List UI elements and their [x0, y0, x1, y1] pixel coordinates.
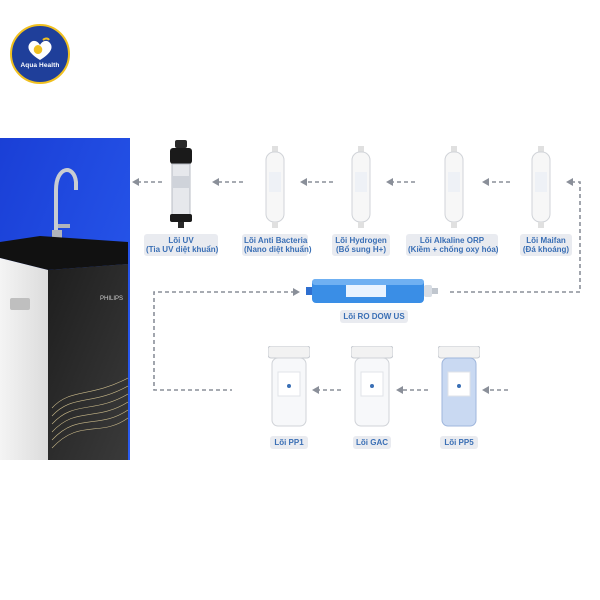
heart-drop-icon	[28, 37, 52, 60]
pp1-filter-label: Lõi PP1	[270, 436, 308, 449]
logo-text: Aqua Health	[20, 62, 60, 69]
anti-bacteria-filter-image	[264, 146, 286, 233]
pp5-filter-image	[437, 345, 481, 433]
water-purifier-image: PHILIPS	[0, 138, 130, 460]
svg-text:PHILIPS: PHILIPS	[100, 296, 123, 302]
uv-filter-image	[166, 140, 196, 233]
ro-membrane-image	[306, 276, 438, 311]
aqua-health-logo: Aqua Health	[10, 24, 70, 84]
ro-membrane-label: Lõi RO DOW US	[340, 310, 408, 323]
alkaline-filter-image	[443, 146, 465, 233]
maifan-filter-image	[530, 146, 552, 233]
uv-filter-label: Lõi UV (Tia UV diệt khuẩn)	[144, 234, 219, 256]
anti-bacteria-filter-label: Lõi Anti Bacteria (Nano diệt khuẩn)	[242, 234, 312, 256]
hydrogen-filter-image	[350, 146, 372, 233]
maifan-filter-label: Lõi Maifan (Đá khoáng)	[520, 234, 572, 256]
gac-filter-label: Lõi GAC	[353, 436, 391, 449]
pp1-filter-image	[267, 345, 311, 433]
hydrogen-filter-label: Lõi Hydrogen (Bổ sung H+)	[332, 234, 390, 256]
gac-filter-image	[350, 345, 394, 433]
alkaline-filter-label: Lõi Alkaline ORP (Kiềm + chống oxy hóa)	[406, 234, 499, 256]
pp5-filter-label: Lõi PP5	[440, 436, 478, 449]
